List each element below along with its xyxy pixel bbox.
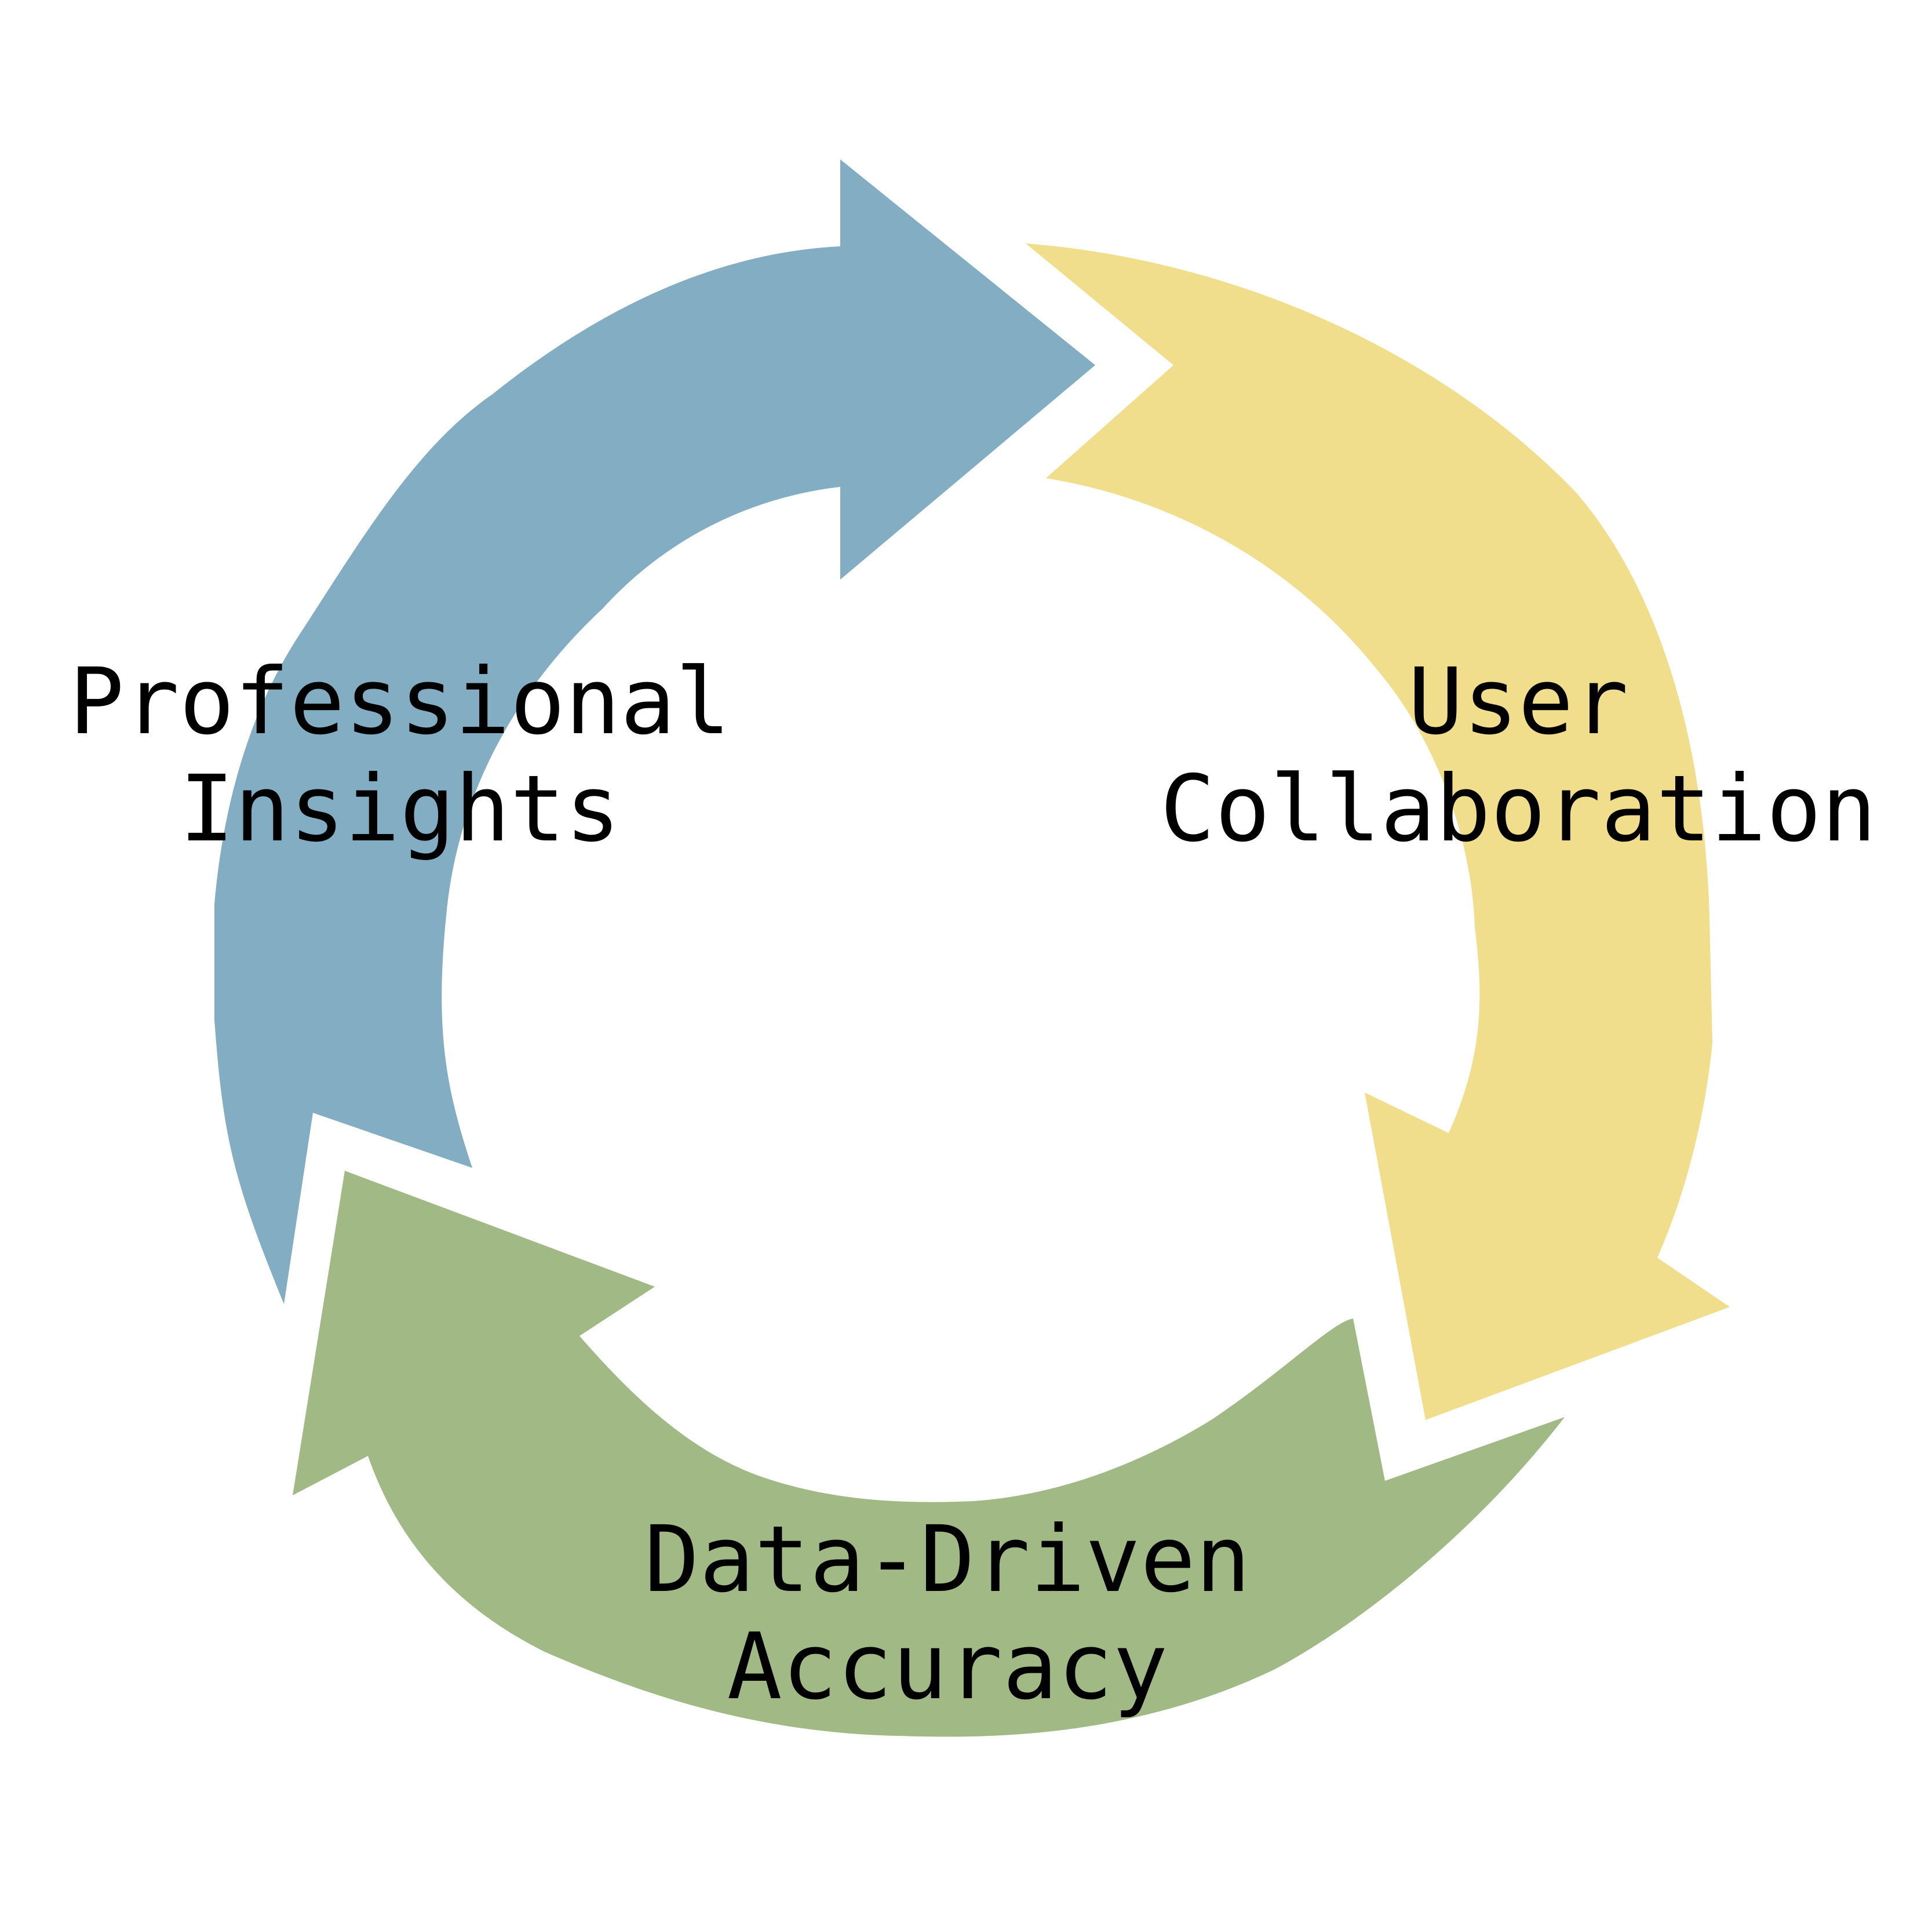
user-collaboration-label: User Collaboration: [1160, 649, 1877, 862]
professional-insights-label: Professional Insights: [69, 649, 731, 862]
professional-insights-line-1: Professional: [69, 649, 731, 755]
data-driven-accuracy-label: Data-Driven Accuracy: [644, 1506, 1251, 1720]
user-collaboration-arrow: [1026, 243, 1730, 1420]
user-collaboration-line-2: Collaboration: [1160, 756, 1877, 862]
data-driven-accuracy-line-1: Data-Driven: [644, 1506, 1251, 1613]
data-driven-accuracy-line-2: Accuracy: [727, 1614, 1168, 1720]
data-driven-accuracy-arrow: [293, 1171, 1565, 1737]
user-collaboration-line-1: User: [1408, 649, 1629, 755]
professional-insights-line-2: Insights: [180, 756, 621, 862]
professional-insights-arrow: [214, 159, 1095, 1304]
